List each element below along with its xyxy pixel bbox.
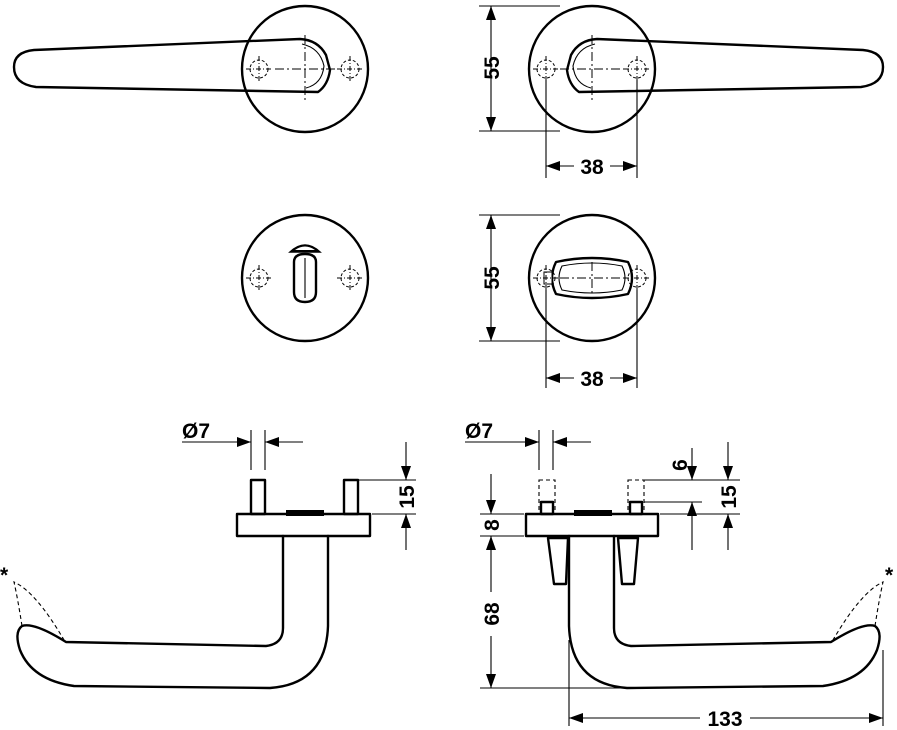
- dimension-lever-length: 133: [707, 708, 742, 730]
- screw-hole-icon: [245, 55, 273, 83]
- screw-hole-icon: [336, 55, 364, 83]
- fixing-pin-lower: [628, 500, 644, 516]
- rose-plate: [235, 512, 372, 538]
- spindle-slot: [574, 510, 612, 516]
- lever-alternative-outline: [13, 581, 65, 641]
- dimension-spindle-diameter-left: Ø7: [182, 420, 210, 443]
- lever-alternative-outline: [832, 581, 884, 641]
- dimension-screw-spacing-top: 38: [580, 156, 604, 179]
- spindle-slot: [286, 510, 324, 516]
- dimension-spindle-diameter-right: Ø7: [465, 420, 493, 443]
- rose-plate: [524, 512, 660, 538]
- release-wedge: [616, 536, 640, 586]
- lever-side-left-view: * Ø7 15: [0, 420, 419, 690]
- lever-side-outline: [567, 534, 881, 690]
- dimension-rose-thickness: 8: [481, 519, 504, 531]
- alternative-marker: *: [0, 564, 9, 587]
- rose-outline: [240, 213, 370, 343]
- dimension-pin-offset-right: 6: [669, 459, 692, 471]
- wc-release-front-view: 55 38: [479, 213, 657, 391]
- lever-side-outline: [16, 534, 330, 690]
- rose-outline: [527, 213, 657, 343]
- dimension-rose-diameter-wc: 55: [481, 266, 504, 290]
- screw-hole-icon: [532, 55, 560, 83]
- fixing-pin-lower: [539, 500, 555, 516]
- dimension-pin-height-right: 15: [718, 485, 741, 509]
- fixing-pin: [249, 478, 267, 516]
- screw-hole-icon: [532, 264, 560, 292]
- screw-hole-icon: [245, 264, 273, 292]
- release-knob-outline: [550, 256, 634, 300]
- dimension-lever-drop: 68: [481, 602, 504, 626]
- rose-outline: [240, 4, 370, 134]
- alternative-marker: *: [885, 564, 894, 587]
- dimension-rose-diameter-top: 55: [481, 56, 504, 80]
- lever-side-right-view: * Ø7 8 68 6 15: [465, 420, 894, 730]
- dimension-pin-height-left: 15: [396, 485, 419, 509]
- lever-outline: [12, 37, 332, 94]
- turn-knob-outline: [292, 252, 318, 304]
- lever-outline: [565, 37, 885, 94]
- rose-outline: [527, 4, 657, 134]
- dimension-screw-spacing-wc: 38: [580, 368, 604, 391]
- screw-hole-icon: [623, 55, 651, 83]
- lever-neck-highlight: [572, 43, 596, 89]
- release-knob-inner: [558, 262, 626, 294]
- release-wedge: [546, 536, 570, 586]
- screw-hole-icon: [623, 264, 651, 292]
- lever-front-right-view: 55 38: [479, 4, 885, 179]
- lever-front-left-view: [12, 4, 370, 134]
- screw-hole-icon: [336, 264, 364, 292]
- wc-turn-front-view: [240, 213, 370, 343]
- lever-neck-highlight: [301, 43, 325, 89]
- fixing-pin: [342, 478, 360, 516]
